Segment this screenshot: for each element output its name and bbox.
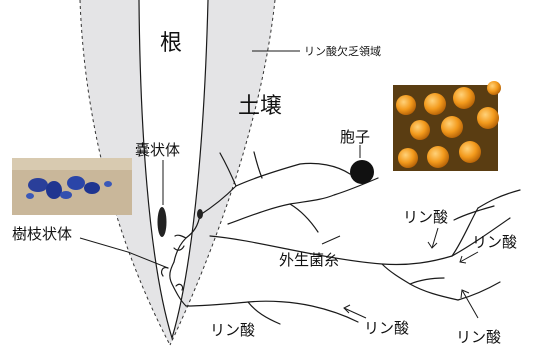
spore-icon	[350, 160, 374, 184]
root-outline	[138, 0, 209, 341]
phosphate-label-1: リン酸	[403, 208, 448, 226]
root-label: 根	[160, 31, 182, 56]
arbuscule-leader	[79, 237, 169, 269]
extraradical-hyphae-label: 外生菌糸	[279, 251, 339, 269]
soil-label: 土壌	[238, 94, 282, 119]
phosphate-label-3: リン酸	[210, 321, 255, 339]
hyphae-leader	[321, 235, 341, 245]
phosphate-label-4: リン酸	[364, 319, 409, 337]
entry-point-icon	[197, 209, 203, 219]
phosphate-arrows	[343, 227, 479, 319]
phosphate-label-5: リン酸	[456, 328, 501, 346]
arbuscule-photo-inset	[12, 158, 132, 215]
depletion-zone-label: リン酸欠乏領域	[304, 44, 381, 58]
spore-photo-inset	[393, 81, 501, 171]
spore-label: 胞子	[340, 128, 370, 146]
phosphate-label-2: リン酸	[472, 233, 517, 251]
arbuscule-label: 樹枝状体	[12, 225, 72, 243]
vesicle-label: 嚢状体	[135, 141, 180, 159]
vesicle-icon	[157, 207, 167, 237]
depletion-zone-boundary-left	[79, 0, 171, 346]
